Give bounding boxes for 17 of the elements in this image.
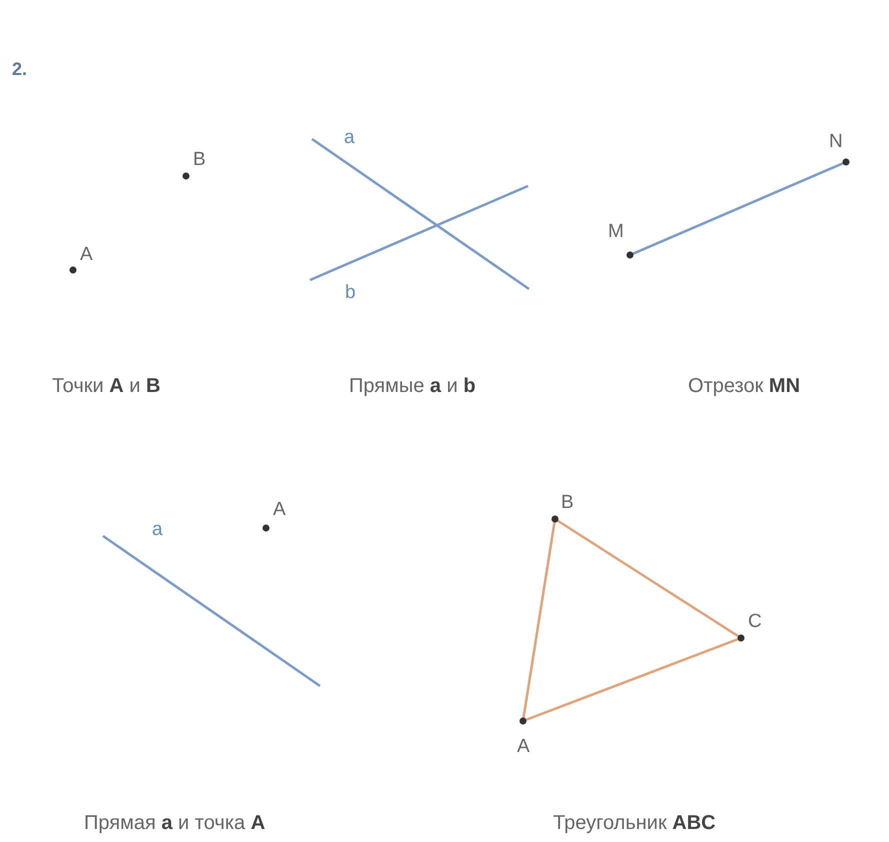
- point-label: M: [608, 222, 624, 241]
- caption: Треугольник ABC: [553, 813, 716, 833]
- line-label: a: [344, 128, 355, 147]
- point-label: A: [80, 245, 93, 264]
- figure-number: 2.: [12, 60, 28, 78]
- caption: Отрезок MN: [688, 376, 800, 396]
- caption: Прямая a и точка A: [84, 813, 266, 833]
- point-label: B: [193, 150, 206, 169]
- caption: Прямые a и b: [349, 376, 476, 396]
- point-label: B: [561, 493, 574, 512]
- caption: Точки A и B: [52, 376, 160, 396]
- line-label: a: [152, 520, 163, 539]
- line-label: b: [345, 283, 356, 302]
- point-label: C: [748, 612, 762, 631]
- point-label: N: [829, 132, 843, 151]
- point-label: A: [517, 737, 530, 756]
- point-label: A: [273, 500, 286, 519]
